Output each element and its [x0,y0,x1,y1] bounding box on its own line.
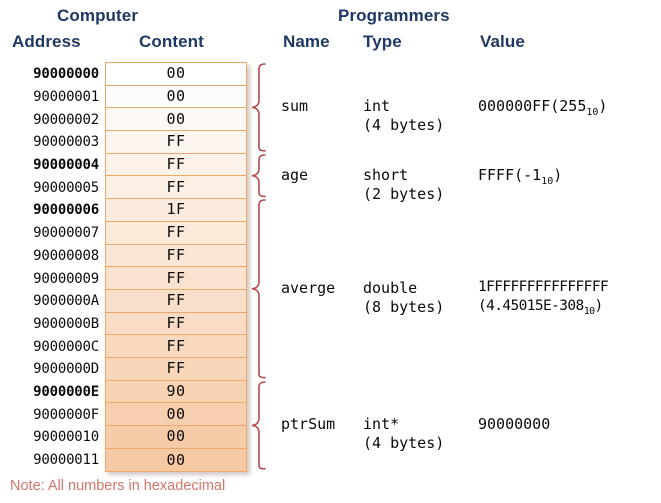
subscript-base: 10 [541,175,554,187]
memory-content-value: FF [166,291,186,310]
memory-address-label: 90000006 [33,202,99,219]
memory-content-value: FF [166,223,186,242]
memory-address-label: 9000000C [33,338,99,355]
memory-row: 9000000B FF [33,312,246,336]
memory-row: 9000000D FF [33,357,246,381]
memory-row: 9000000E 90 [33,380,246,404]
header-computer: Computer [57,6,139,25]
memory-row: 9000000C FF [33,335,246,358]
memory-content-value: FF [166,268,186,287]
variable-type: double [363,279,418,297]
column-header-value: Value [480,32,525,51]
memory-content-value: FF [166,313,186,332]
grouping-brace [250,62,270,153]
memory-row: 90000010 00 [33,426,246,449]
memory-address-label: 90000009 [33,270,99,287]
memory-content-value: FF [166,245,186,264]
variable-type: int* [363,415,400,434]
memory-address-label: 90000001 [33,89,99,106]
variable-type: short [363,165,409,184]
memory-address-label: 90000002 [33,111,99,128]
memory-address-label: 90000011 [33,452,99,469]
variable-name: averge [281,279,336,297]
column-header-address: Address [12,32,81,51]
memory-address-label: 90000007 [33,225,99,242]
variable-value: 000000FF(25510) [478,97,608,119]
memory-content-value: FF [166,336,186,355]
grouping-brace [250,153,270,198]
column-header-name: Name [283,32,330,51]
memory-row: 90000008 FF [33,244,246,268]
variable-value: 1FFFFFFFFFFFFFFF [478,279,609,295]
memory-address-label: 9000000F [33,406,99,423]
memory-content-value: FF [166,359,186,378]
memory-row: 90000009 FF [33,267,246,290]
memory-content-value: FF [166,132,186,151]
memory-row: 90000003 FF [33,131,246,154]
memory-content-value: 00 [166,64,186,83]
memory-row: 90000007 FF [33,221,246,245]
variable-value: FFFF(-110) [478,165,563,187]
memory-content-value: 00 [166,109,186,128]
memory-address-label: 90000008 [33,247,99,264]
memory-address-label: 90000000 [33,66,99,83]
memory-row: 9000000A FF [33,289,246,313]
note-text: Note: All numbers in hexadecimal [10,478,226,494]
memory-address-label: 9000000D [33,361,99,378]
memory-row: 90000011 00 [33,448,246,472]
memory-address-label: 9000000E [33,383,99,400]
header-programmers: Programmers [338,6,450,25]
memory-content-value: 1F [166,200,186,219]
variable-name: age [281,165,309,184]
column-header-type: Type [363,32,402,51]
memory-address-label: 9000000A [33,293,99,310]
variable-name: ptrSum [281,415,336,434]
variable-type: int [363,97,391,116]
memory-row: 90000006 1F [33,199,246,222]
variable-value: 90000000 [478,415,551,434]
memory-address-label: 90000010 [33,429,99,446]
memory-row: 90000001 00 [33,85,246,109]
memory-content-value: 90 [166,381,186,400]
memory-row: 9000000F 00 [33,403,246,426]
memory-content-value: 00 [166,404,186,423]
memory-row: 90000004 FF [33,153,246,177]
memory-address-label: 9000000B [33,315,99,332]
memory-row: 90000002 00 [33,108,246,132]
memory-row: 90000000 00 [33,63,246,86]
memory-content-value: 00 [166,87,186,106]
variable-size: (2 bytes) [363,184,445,203]
grouping-brace [250,198,270,380]
variable-size: (4 bytes) [363,434,445,453]
variable-value-decimal: (4.45015E-30810) [478,298,603,317]
memory-content-value: FF [166,155,186,174]
variable-name: sum [281,97,309,116]
memory-content-value: 00 [166,450,186,469]
subscript-base: 10 [586,107,599,119]
variable-size: (8 bytes) [363,298,445,316]
memory-address-label: 90000005 [33,179,99,196]
memory-content-value: 00 [166,427,186,446]
variable-size: (4 bytes) [363,116,445,135]
subscript-base: 10 [583,305,595,317]
memory-address-label: 90000004 [33,157,99,174]
memory-content-value: FF [166,177,186,196]
grouping-brace [250,380,270,471]
column-header-content: Content [139,32,204,51]
memory-address-label: 90000003 [33,134,99,151]
memory-row: 90000005 FF [33,176,246,200]
